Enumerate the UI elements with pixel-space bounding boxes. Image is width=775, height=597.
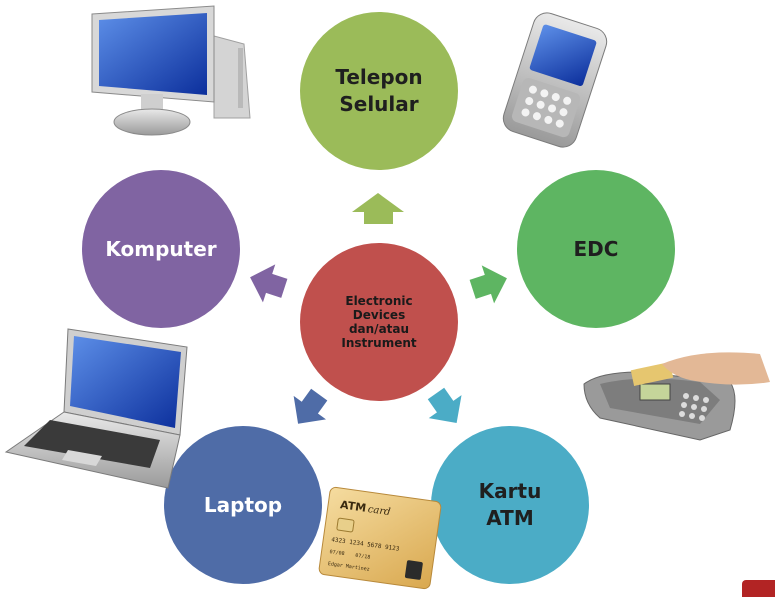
- laptop-icon: [4, 328, 188, 489]
- atm-card-brand: ATM: [339, 498, 367, 515]
- center-label: Electronic Devices dan/atau Instrument: [341, 294, 417, 350]
- node-kartu-atm: Kartu ATM: [431, 426, 589, 584]
- arrow-to-edc: [469, 265, 507, 304]
- kartu-label: Kartu ATM: [478, 479, 542, 530]
- arrow-to-komputer: [250, 264, 288, 303]
- node-laptop: Laptop: [164, 426, 322, 584]
- atm-card-valid-from: 07/08: [329, 549, 345, 557]
- arrow-to-kartu: [427, 387, 462, 424]
- node-telepon-selular: Telepon Selular: [300, 12, 458, 170]
- center-node: Electronic Devices dan/atau Instrument: [300, 243, 458, 401]
- arrow-to-telepon: [352, 193, 404, 224]
- arrow-to-laptop: [293, 388, 328, 424]
- mobile-phone-icon: [502, 12, 608, 148]
- laptop-label: Laptop: [203, 492, 283, 517]
- telepon-label: Telepon Selular: [335, 65, 423, 116]
- edc-label: EDC: [573, 236, 619, 261]
- atm-card-expires: 07/18: [355, 553, 371, 561]
- node-komputer: Komputer: [82, 170, 240, 328]
- edc-terminal-icon: [583, 352, 770, 441]
- atm-card-icon: ATM card 4323 1234 5678 9123 07/08 07/18…: [318, 486, 442, 590]
- corner-tab: [742, 580, 775, 597]
- desktop-computer-icon: [91, 5, 251, 136]
- atm-card-holder: Edgar Martinez: [327, 561, 370, 573]
- atm-card-brand-suffix: card: [367, 504, 391, 518]
- node-edc: EDC: [517, 170, 675, 328]
- komputer-label: Komputer: [105, 236, 217, 261]
